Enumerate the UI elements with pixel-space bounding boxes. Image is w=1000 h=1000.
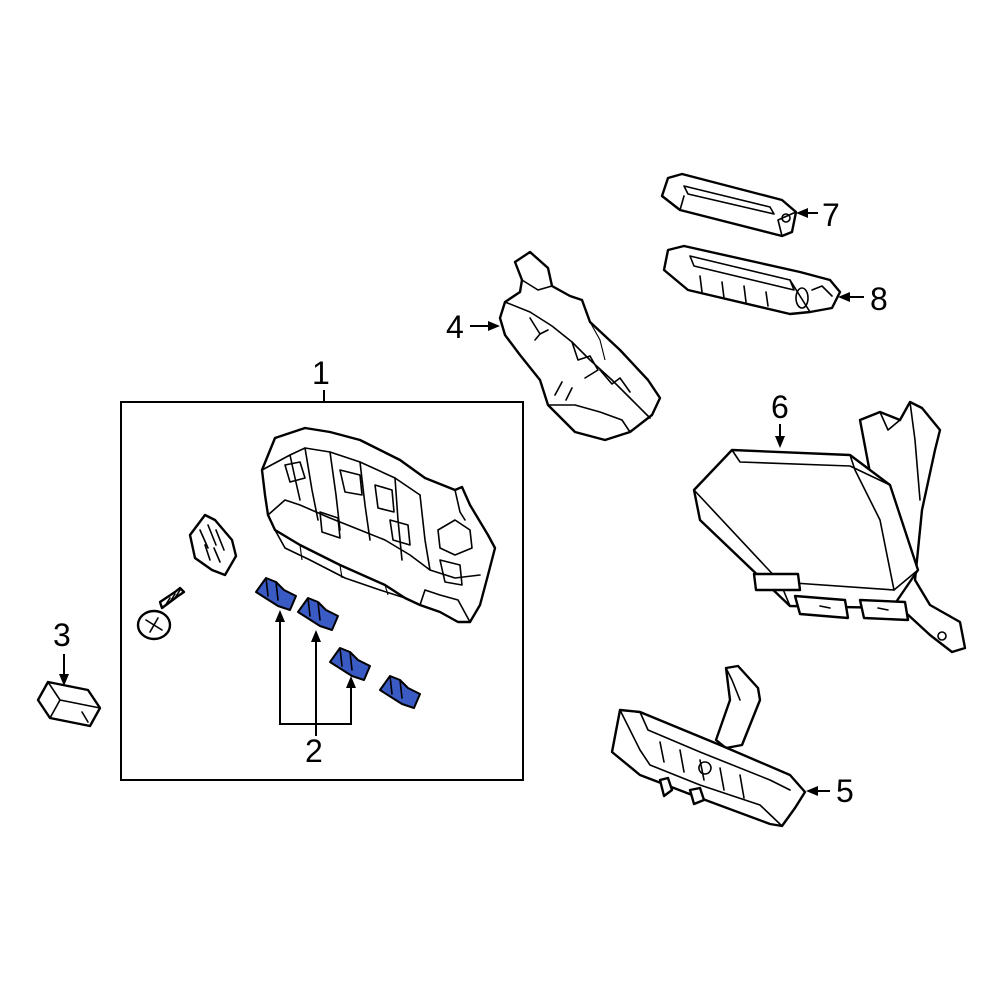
fuse-2[interactable] [297,597,339,631]
callout-6-label: 6 [771,389,789,425]
callout-3-label: 3 [53,617,71,653]
junction-box[interactable] [260,426,497,624]
callout-8-label: 8 [870,281,888,317]
callout-2[interactable]: 2 [275,610,356,769]
screw[interactable] [136,586,186,641]
bracket-module[interactable] [498,250,662,442]
callout-4[interactable]: 4 [446,309,500,345]
callout-6[interactable]: 6 [771,389,789,448]
key-antenna-lower[interactable] [662,244,842,316]
lower-module[interactable] [610,664,807,828]
callout-7-label: 7 [822,197,840,233]
key-antenna-upper[interactable] [660,172,798,238]
callout-2-label: 2 [305,733,323,769]
fuse-3[interactable] [329,647,371,681]
fuse-4[interactable] [379,675,421,709]
fuse-1[interactable] [255,577,297,611]
callout-5-label: 5 [836,773,854,809]
callout-8[interactable]: 8 [838,281,888,317]
callout-3[interactable]: 3 [53,617,71,686]
fuse-cover-clip[interactable] [188,513,238,577]
relay-cap[interactable] [36,680,102,728]
callout-1-label: 1 [312,355,330,391]
control-module[interactable] [692,400,967,654]
callout-1[interactable]: 1 [312,355,330,402]
callout-4-label: 4 [446,309,464,345]
callout-5[interactable]: 5 [806,773,854,809]
callout-7[interactable]: 7 [796,197,840,233]
